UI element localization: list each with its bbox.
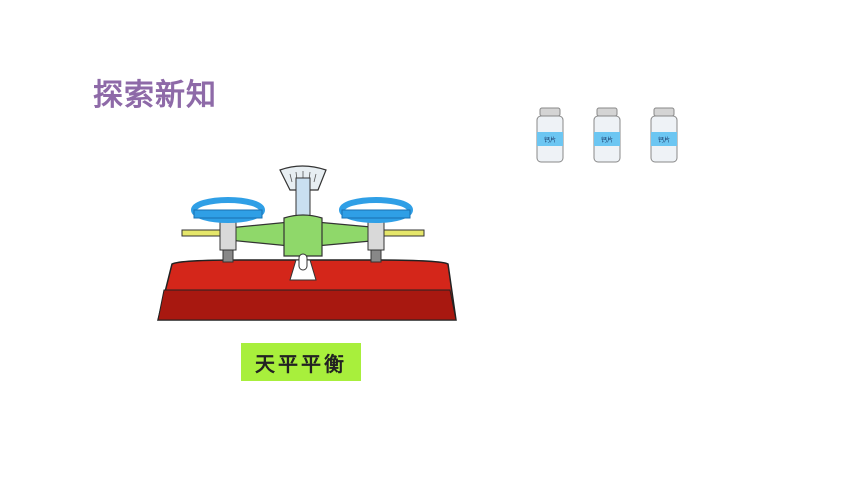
left-pan-rim xyxy=(193,209,263,219)
pointer-slot xyxy=(298,253,308,271)
beam-center-hub xyxy=(283,214,323,257)
right-pan-foot xyxy=(370,249,382,263)
bottle-2-label: 钙片 xyxy=(601,136,613,144)
right-rod xyxy=(381,229,425,237)
left-pan-post xyxy=(219,219,237,251)
bottle-3-label: 钙片 xyxy=(658,136,670,144)
calcium-bottle-3: 钙片 xyxy=(650,107,678,163)
calcium-bottle-2: 钙片 xyxy=(593,107,621,163)
right-pan-post xyxy=(367,219,385,251)
slide-title: 探索新知 xyxy=(93,78,217,113)
bottle-1-label: 钙片 xyxy=(544,136,556,144)
calcium-bottle-1: 钙片 xyxy=(536,107,564,163)
balance-scale-illustration xyxy=(157,165,457,321)
left-pan-foot xyxy=(222,249,234,263)
right-pan-rim xyxy=(341,209,411,219)
scale-base-shade xyxy=(157,289,457,321)
balance-label: 天平平衡 xyxy=(241,343,361,381)
